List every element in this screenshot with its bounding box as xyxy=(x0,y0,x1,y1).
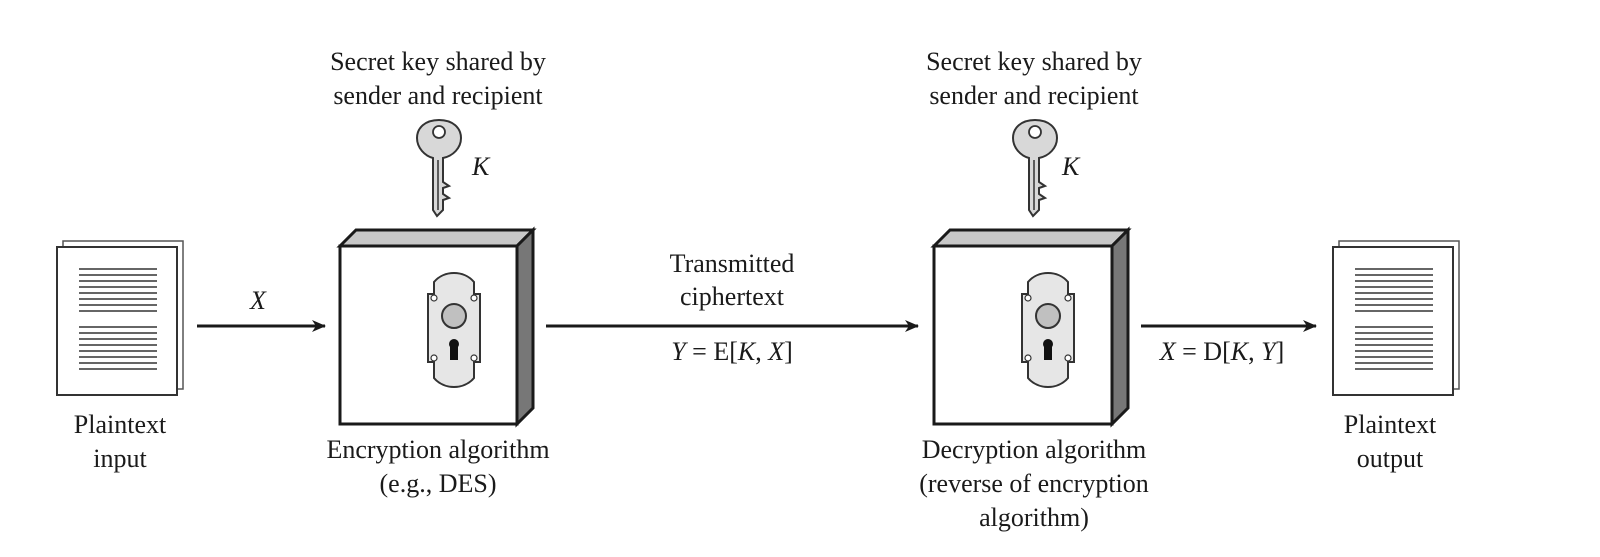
right-secret-key-label-line2: sender and recipient xyxy=(929,81,1139,110)
decryption-lock-icon xyxy=(1021,272,1075,388)
decryption-formula: X = D[K, Y] xyxy=(1159,337,1284,366)
plaintext-output-document-icon xyxy=(1332,240,1460,396)
right-key-icon xyxy=(1012,119,1058,217)
input-arrow-label: X xyxy=(249,286,267,315)
encryption-box xyxy=(336,226,537,428)
encryption-formula: Y = E[K, X] xyxy=(671,337,793,366)
decryption-algorithm-label-line2: (reverse of encryption xyxy=(919,469,1149,498)
plaintext-output-label-line1: Plaintext xyxy=(1344,410,1437,439)
encryption-algorithm-label-line1: Encryption algorithm xyxy=(326,435,549,464)
transmitted-label-line1: Transmitted xyxy=(670,249,795,278)
encryption-algorithm-label-line2: (e.g., DES) xyxy=(380,469,497,498)
right-key-symbol: K xyxy=(1061,152,1081,181)
decryption-algorithm-label-line1: Decryption algorithm xyxy=(922,435,1147,464)
plaintext-input-document-icon xyxy=(56,240,184,396)
left-secret-key-label-line1: Secret key shared by xyxy=(330,47,546,76)
encryption-lock-icon xyxy=(427,272,481,388)
left-key-symbol: K xyxy=(471,152,491,181)
decryption-box xyxy=(930,226,1132,428)
plaintext-output-label-line2: output xyxy=(1357,444,1424,473)
transmitted-label-line2: ciphertext xyxy=(680,282,785,311)
plaintext-input-label-line2: input xyxy=(93,444,147,473)
plaintext-input-label-line1: Plaintext xyxy=(74,410,167,439)
decryption-algorithm-label-line3: algorithm) xyxy=(979,503,1089,532)
right-secret-key-label-line1: Secret key shared by xyxy=(926,47,1142,76)
left-secret-key-label-line2: sender and recipient xyxy=(333,81,543,110)
left-key-icon xyxy=(416,119,462,217)
